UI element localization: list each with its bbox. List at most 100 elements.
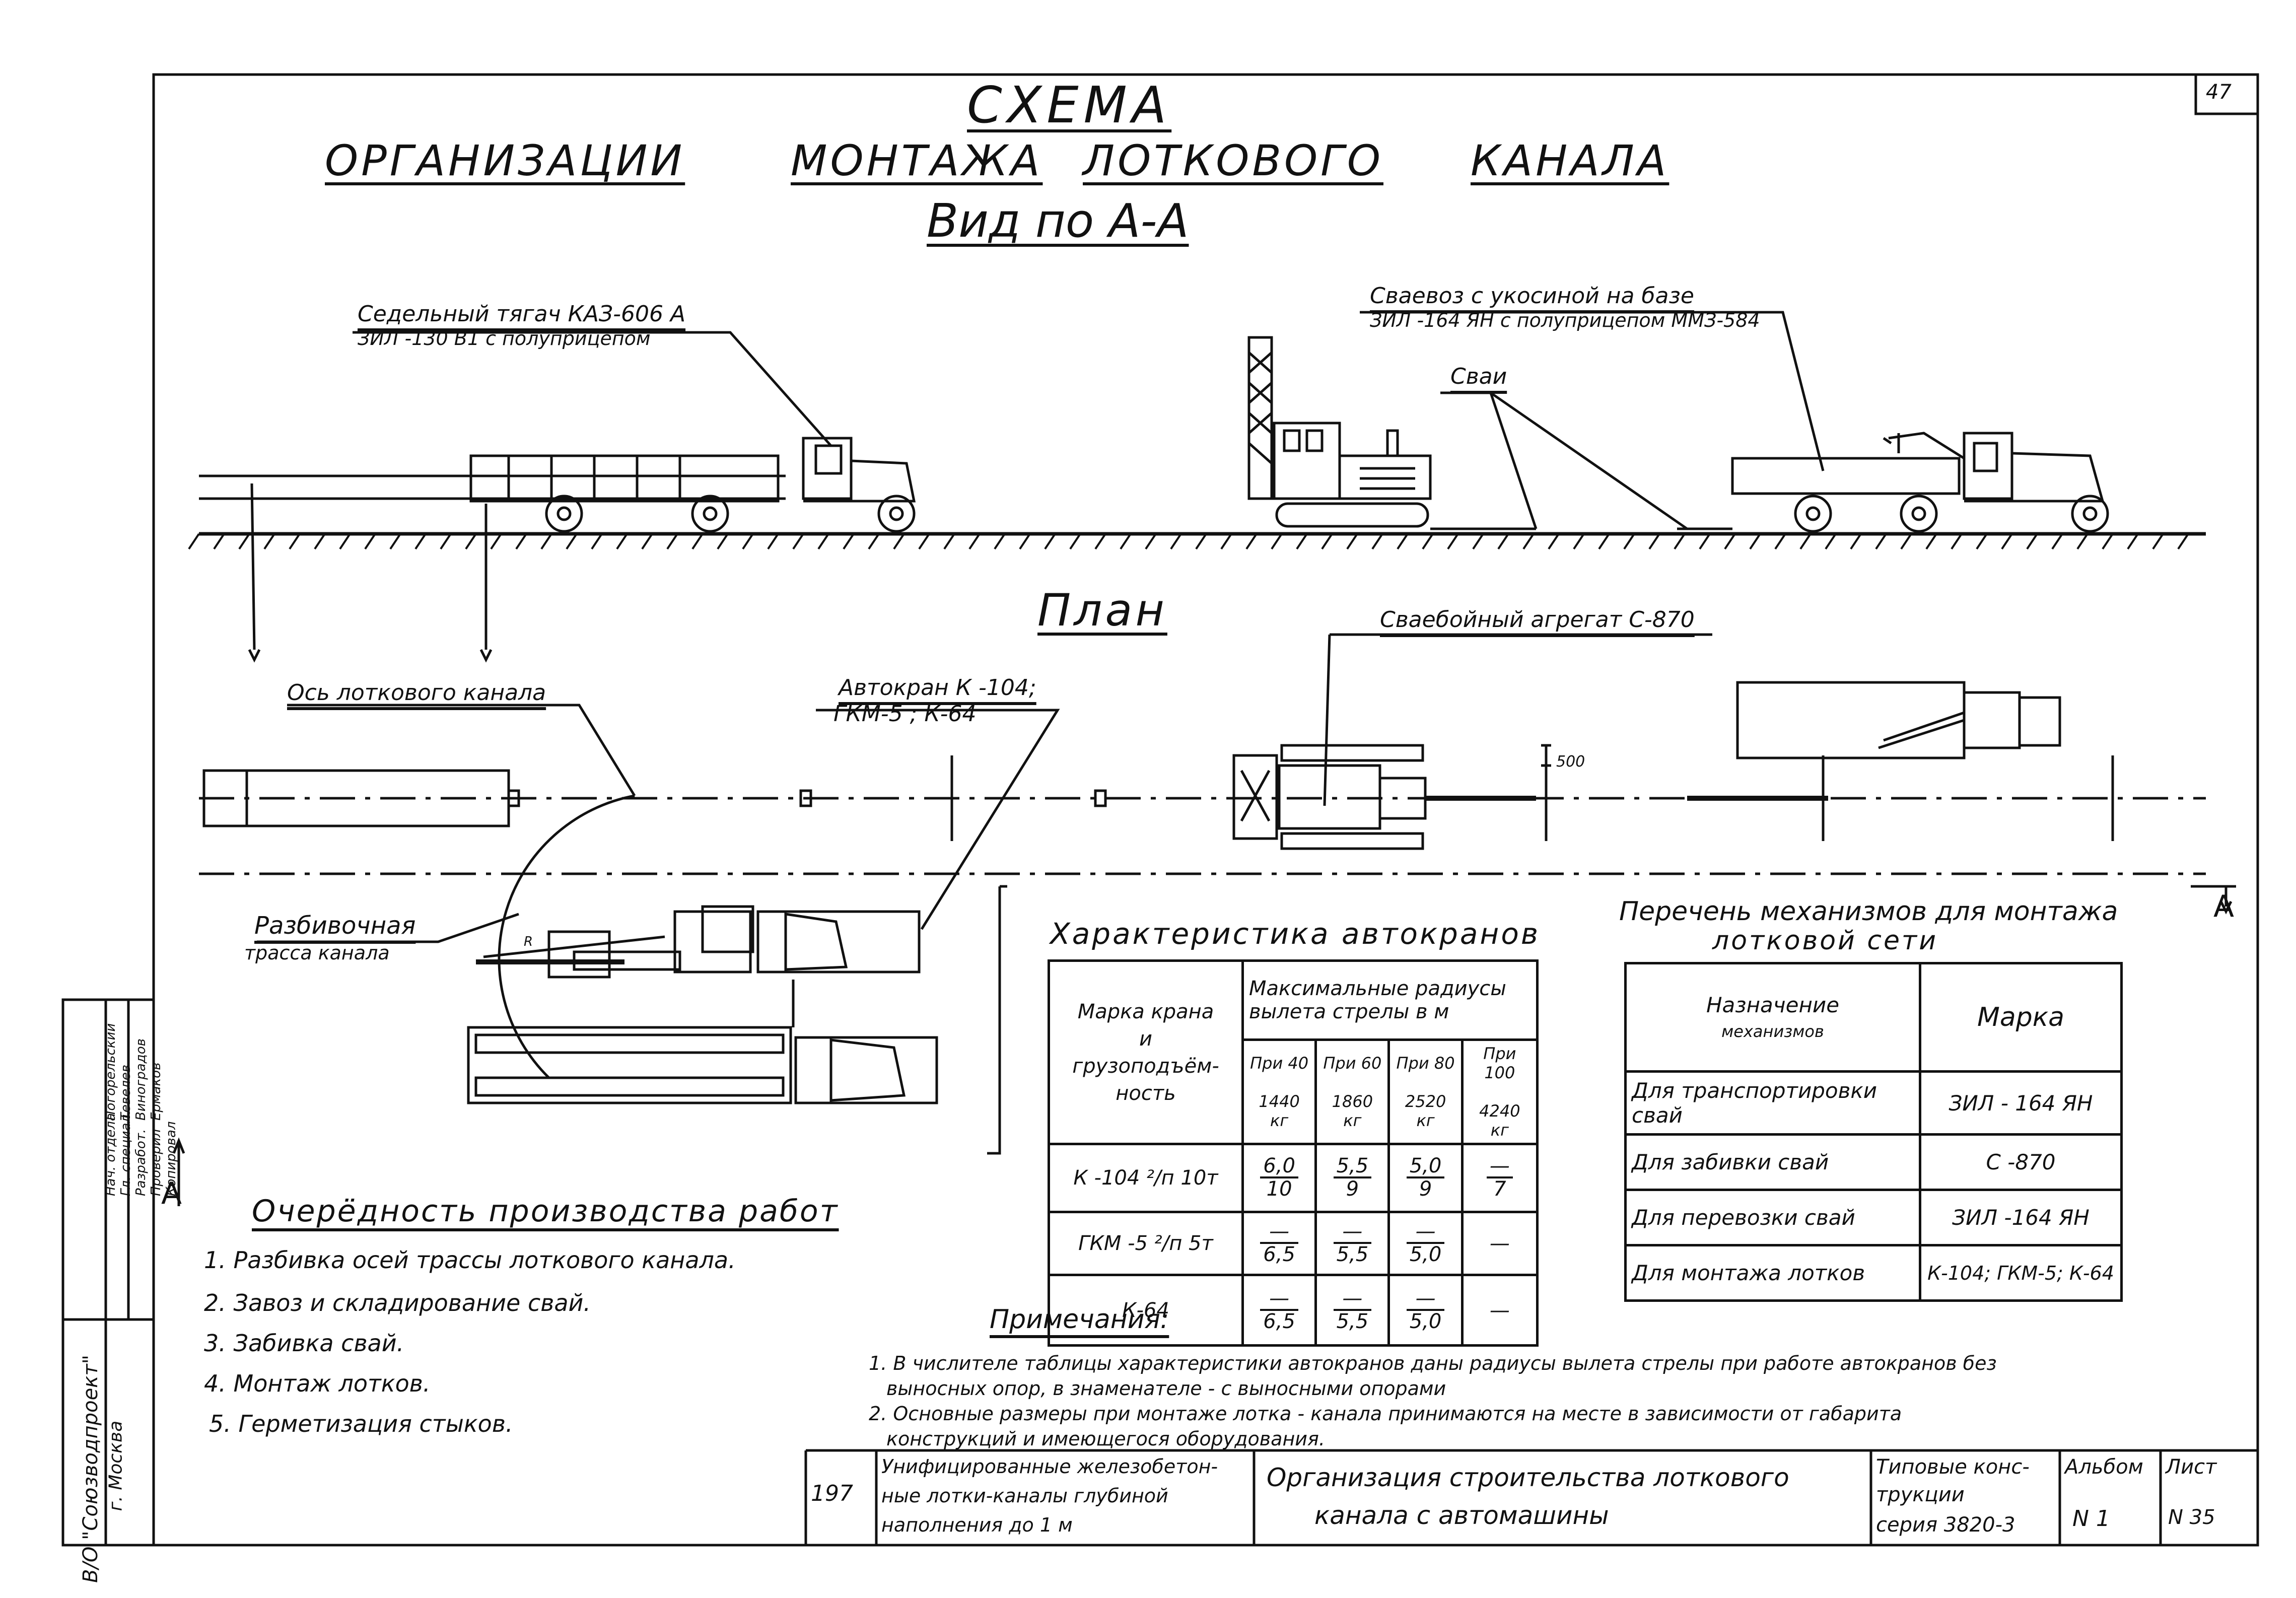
crane-value: — (1460, 1211, 1539, 1276)
stamp-series-l1: Типовые конс- (1876, 1455, 2030, 1479)
table-row: К-64 —6,5 —5,5 —5,0 — (1048, 1274, 1539, 1347)
numerator: 5,0 (1406, 1155, 1445, 1178)
denominator: 7 (1493, 1177, 1506, 1201)
crane-header-l2: и (1139, 1027, 1152, 1051)
crane-value: —5,0 (1387, 1211, 1464, 1276)
stamp-sheet-label: Лист (2166, 1455, 2217, 1479)
stamp-project-l1: Унифицированные железобетон- (881, 1455, 1218, 1478)
crane-value: —5,5 (1314, 1211, 1390, 1276)
crane-header-group: Максимальные радиусы вылета стрелы в м (1241, 959, 1539, 1041)
sub-header-bottom: 2520 кг (1405, 1092, 1446, 1130)
table-row: Для транспортировки свай ЗИЛ - 164 ЯН (1624, 1070, 2123, 1136)
crane-value: —6,5 (1241, 1211, 1317, 1276)
denominator: 5,0 (1409, 1243, 1442, 1266)
mech-purpose: Для монтажа лотков (1624, 1244, 1921, 1302)
leader-autocrane (816, 709, 1060, 930)
mech-brand: К-104; ГКМ-5; К-64 (1919, 1244, 2123, 1302)
section-mark-right: А (2213, 889, 2235, 924)
title-word-montazha: МОНТАЖА (791, 136, 1043, 185)
sequence-item: 1. Разбивка осей трассы лоткового канала… (204, 1246, 736, 1274)
side-stamp-name: Ермаков (149, 1062, 164, 1121)
stamp-year: 197 (811, 1481, 853, 1506)
side-stamp-name: Погорельский (103, 1023, 118, 1121)
stamp-series-l3: серия 3820-3 (1876, 1513, 2015, 1537)
note-2-l1: 2. Основные размеры при монтаже лотка - … (869, 1403, 1902, 1425)
side-stamp-frame (61, 998, 155, 1547)
mech-header-brand: Марка (1919, 962, 2123, 1073)
mech-purpose: Для транспортировки свай (1624, 1070, 1921, 1136)
crane-header-l1: Марка крана (1077, 1000, 1214, 1023)
leader-tractor (353, 331, 832, 447)
denominator: 10 (1266, 1177, 1292, 1201)
crane-plan (467, 794, 938, 1104)
crane-value: —5,5 (1314, 1274, 1390, 1347)
numerator: — (1260, 1221, 1298, 1244)
label-tractor-l2: ЗИЛ -130 В1 с полуприцепом (358, 327, 651, 350)
label-autocrane-l1: Автокран К -104; (839, 675, 1036, 701)
crane-name: ГКМ -5 ²/п 5т (1048, 1211, 1244, 1276)
table-row: Для монтажа лотков К-104; ГКМ-5; К-64 (1624, 1244, 2123, 1302)
mech-header-purpose-l2: механизмов (1721, 1022, 1824, 1041)
pile-truck-drawing (1677, 432, 2109, 533)
stamp-album-label: Альбом (2065, 1455, 2143, 1479)
sub-header-top: При 40 (1250, 1054, 1309, 1073)
label-route-l2: трасса канала (244, 942, 390, 964)
leader-canal-axis (287, 704, 636, 797)
label-autocrane-l2: ГКМ-5 ; К-64 (833, 701, 977, 727)
sub-header-bottom: 4240 кг (1479, 1101, 1520, 1140)
mech-table-title-l1: Перечень механизмов для монтажа (1619, 896, 2118, 927)
numerator: 5,5 (1333, 1155, 1372, 1178)
numerator: — (1406, 1221, 1445, 1244)
sheet-corner-number: 47 (2206, 81, 2232, 104)
label-canal-axis: Ось лоткового канала (287, 680, 546, 706)
ground-hatch (188, 533, 2189, 550)
stamp-sheet-title-l2: канала с автомашины (1314, 1501, 1609, 1530)
stamp-project-l3: наполнения до 1 м (881, 1514, 1073, 1536)
numerator: — (1260, 1288, 1298, 1311)
crane-value: —6,5 (1241, 1274, 1317, 1347)
crane-name: К -104 ²/п 10т (1048, 1143, 1244, 1213)
denominator: 5,0 (1409, 1309, 1442, 1333)
title-view: Вид по А-А (927, 194, 1189, 248)
note-1-l1: 1. В числителе таблицы характеристики ав… (869, 1352, 1997, 1374)
title-word-kanala: КАНАЛА (1471, 136, 1669, 185)
sequence-title: Очерёдность производства работ (252, 1194, 839, 1229)
stamp-series-l2: трукции (1876, 1483, 1965, 1506)
crane-header-l3: грузоподъём- (1072, 1054, 1219, 1078)
crane-header-l4: ность (1116, 1081, 1176, 1105)
pile-driver-drawing (1247, 336, 1536, 530)
sub-header-bottom: 1860 кг (1332, 1092, 1373, 1130)
numerator: — (1333, 1221, 1372, 1244)
crane-value: —7 (1460, 1143, 1539, 1213)
mech-table-title-l2: лотковой сети (1712, 926, 1938, 956)
section-mark-left: А (161, 1176, 182, 1211)
sequence-item: 3. Забивка свай. (204, 1330, 404, 1357)
crane-sub-header: При 80 2520 кг (1387, 1038, 1464, 1145)
side-stamp-city: г. Москва (105, 1420, 126, 1511)
denominator: 5,5 (1336, 1309, 1369, 1333)
sequence-item: 5. Герметизация стыков. (209, 1410, 513, 1437)
denominator: 9 (1419, 1177, 1432, 1201)
numerator: 6,0 (1260, 1155, 1298, 1178)
pile-driver-plan (1232, 744, 1551, 850)
crane-name: К-64 (1048, 1274, 1244, 1347)
mech-brand: ЗИЛ -164 ЯН (1919, 1189, 2123, 1246)
leader-pile-truck (1360, 311, 1825, 471)
label-pile-truck-l1: Сваевоз с укосиной на базе (1370, 283, 1694, 309)
plan-canal-axis (199, 755, 2206, 875)
side-stamp-name: Тевелев (118, 1064, 133, 1121)
sub-header-top: При 80 (1396, 1054, 1455, 1073)
radius-label: R (524, 934, 533, 949)
table-row: Для перевозки свай ЗИЛ -164 ЯН (1624, 1189, 2123, 1246)
title-line1: СХЕМА (967, 76, 1172, 134)
leader-piles (1440, 391, 1688, 530)
label-route-l1: Разбивочная (254, 912, 416, 940)
label-pile-driver: Сваебойный агрегат С-870 (1380, 607, 1695, 633)
notes-title: Примечания: (990, 1304, 1169, 1335)
crane-value: —5,0 (1387, 1274, 1464, 1347)
sheet-frame (152, 73, 2259, 1547)
